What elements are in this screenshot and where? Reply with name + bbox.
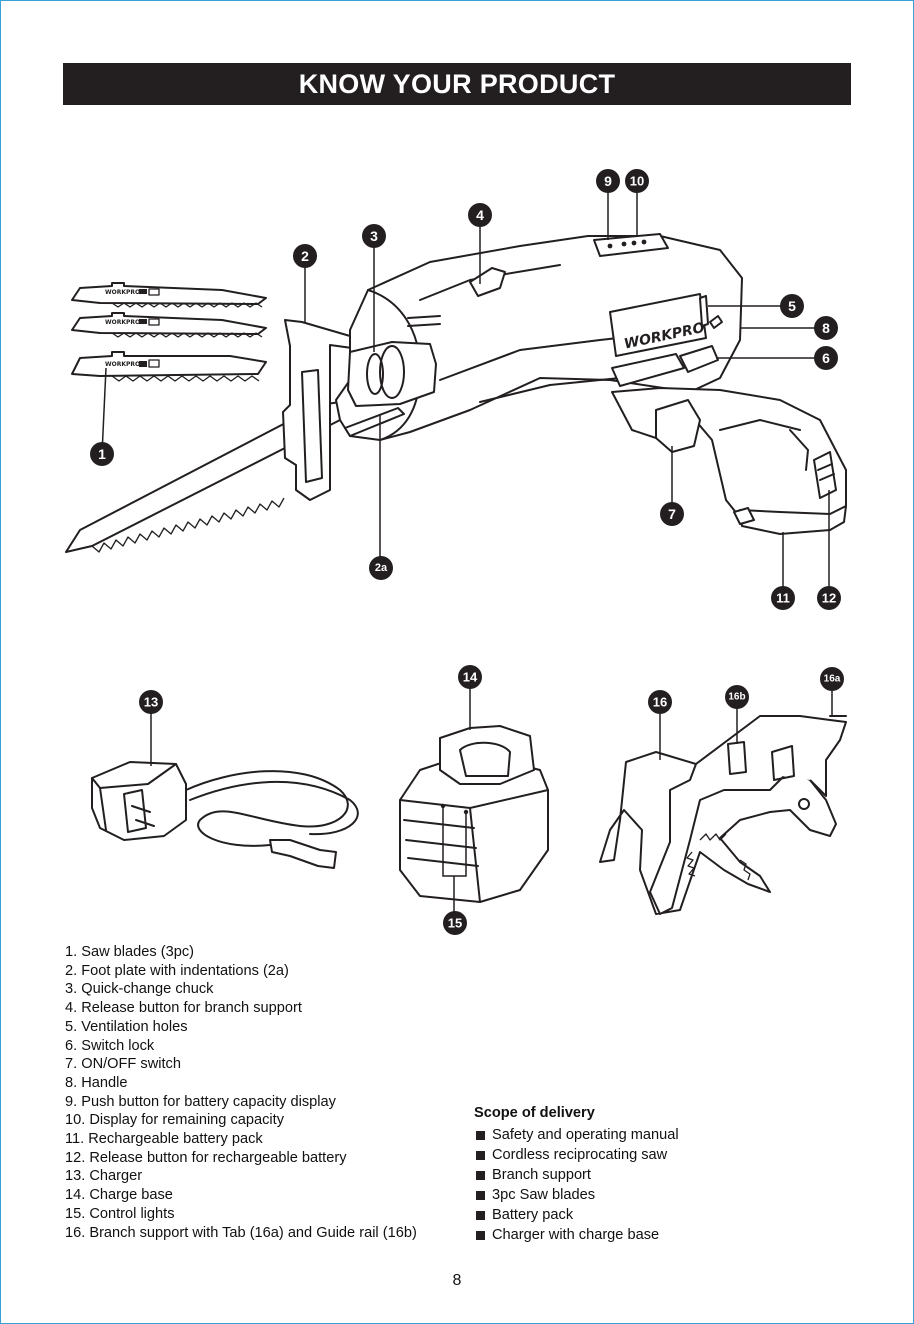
svg-text:6: 6: [822, 350, 830, 366]
callout-16a: 16a: [820, 667, 844, 691]
svg-text:14: 14: [463, 670, 478, 685]
parts-list-item: 1. Saw blades (3pc): [65, 944, 194, 960]
svg-text:2: 2: [301, 248, 309, 264]
blade-brand-text: WORKPRO: [105, 319, 140, 326]
branch-support-illustration: [599, 715, 847, 915]
scope-item: Cordless reciprocating saw: [474, 1145, 804, 1165]
scope-title: Scope of delivery: [474, 1105, 595, 1121]
callout-12: 12: [817, 586, 841, 610]
svg-text:3: 3: [370, 228, 378, 244]
svg-text:2a: 2a: [375, 562, 388, 574]
svg-text:15: 15: [448, 916, 462, 931]
square-bullet-icon: [476, 1190, 485, 1200]
svg-text:7: 7: [668, 506, 676, 522]
page-number: 8: [452, 1272, 462, 1289]
scope-item-label: Branch support: [492, 1167, 591, 1183]
square-bullet-icon: [476, 1170, 485, 1180]
charger-illustration: [91, 761, 359, 869]
callout-5: 5: [780, 294, 804, 318]
section-title: KNOW YOUR PRODUCT: [298, 68, 616, 99]
parts-list: 1. Saw blades (3pc) 2. Foot plate with i…: [65, 943, 485, 1242]
svg-text:9: 9: [604, 173, 612, 189]
svg-text:10: 10: [630, 174, 644, 189]
svg-text:13: 13: [144, 695, 158, 710]
saw-blades-illustration: WORKPRO WORKPRO WORKPRO: [71, 282, 267, 382]
svg-text:11: 11: [776, 591, 790, 606]
scope-item-label: Battery pack: [492, 1207, 574, 1223]
svg-text:12: 12: [822, 591, 836, 606]
callout-11: 11: [771, 586, 795, 610]
callout-9: 9: [596, 169, 620, 193]
scope-item-label: 3pc Saw blades: [492, 1187, 596, 1203]
callout-6: 6: [814, 346, 838, 370]
callout-2a: 2a: [369, 556, 393, 580]
scope-item: Charger with charge base: [474, 1225, 804, 1245]
square-bullet-icon: [476, 1210, 485, 1220]
scope-item: Battery pack: [474, 1205, 804, 1225]
scope-list: Safety and operating manual Cordless rec…: [474, 1125, 804, 1245]
parts-list-item: 15. Control lights: [65, 1205, 175, 1222]
blade-brand-text: WORKPRO: [105, 289, 140, 296]
product-illustration: .ln { fill: none; stroke: #231f20; strok…: [65, 169, 847, 935]
parts-list-item: 11. Rechargeable battery pack: [65, 1131, 263, 1148]
scope-item: Branch support: [474, 1165, 804, 1185]
parts-list-item: 14. Charge base: [65, 1187, 173, 1204]
scope-item-label: Charger with charge base: [492, 1227, 660, 1243]
parts-list-item: 13. Charger: [65, 1168, 143, 1185]
scope-item-label: Safety and operating manual: [492, 1127, 679, 1143]
svg-text:8: 8: [822, 320, 830, 336]
scope-of-delivery: Scope of delivery Safety and operating m…: [474, 1104, 804, 1245]
square-bullet-icon: [476, 1150, 485, 1160]
parts-list-item: 8. Handle: [65, 1074, 128, 1091]
parts-list-item: 2. Foot plate with indentations (2a): [65, 962, 289, 979]
callout-2: 2: [293, 244, 317, 268]
svg-text:4: 4: [476, 207, 484, 223]
callout-16b: 16b: [725, 685, 749, 709]
scope-item-label: Cordless reciprocating saw: [492, 1147, 668, 1163]
callout-4: 4: [468, 203, 492, 227]
callout-1: 1: [90, 442, 114, 466]
svg-text:16: 16: [653, 695, 667, 710]
parts-list-item: 4. Release button for branch support: [65, 1000, 302, 1017]
blade-brand-text: WORKPRO: [105, 361, 140, 368]
parts-list-item: 3. Quick-change chuck: [65, 981, 214, 998]
parts-list-item: 16. Branch support with Tab (16a) and Gu…: [65, 1224, 417, 1241]
parts-list-item: 10. Display for remaining capacity: [65, 1112, 285, 1129]
parts-list-item: 9. Push button for battery capacity disp…: [65, 1093, 336, 1110]
svg-text:5: 5: [788, 298, 796, 314]
callout-13: 13: [139, 690, 163, 714]
callout-16: 16: [648, 690, 672, 714]
reciprocating-saw-illustration: WORKPRO: [65, 233, 847, 553]
square-bullet-icon: [476, 1230, 485, 1240]
parts-list-item: 7. ON/OFF switch: [65, 1056, 181, 1073]
parts-list-item: 6. Switch lock: [65, 1037, 155, 1054]
scope-item: 3pc Saw blades: [474, 1185, 804, 1205]
section-header: KNOW YOUR PRODUCT: [63, 63, 851, 105]
callout-7: 7: [660, 502, 684, 526]
parts-list-item: 5. Ventilation holes: [65, 1018, 188, 1035]
svg-text:1: 1: [98, 446, 106, 462]
svg-text:16a: 16a: [824, 674, 841, 685]
parts-list-item: 12. Release button for rechargeable batt…: [65, 1149, 347, 1166]
scope-item: Safety and operating manual: [474, 1125, 804, 1145]
callout-15: 15: [443, 911, 467, 935]
square-bullet-icon: [476, 1130, 485, 1140]
callout-8: 8: [814, 316, 838, 340]
callout-14: 14: [458, 665, 482, 689]
callout-3: 3: [362, 224, 386, 248]
svg-text:16b: 16b: [728, 692, 745, 703]
charge-base-illustration: [399, 725, 549, 912]
callout-10: 10: [625, 169, 649, 193]
